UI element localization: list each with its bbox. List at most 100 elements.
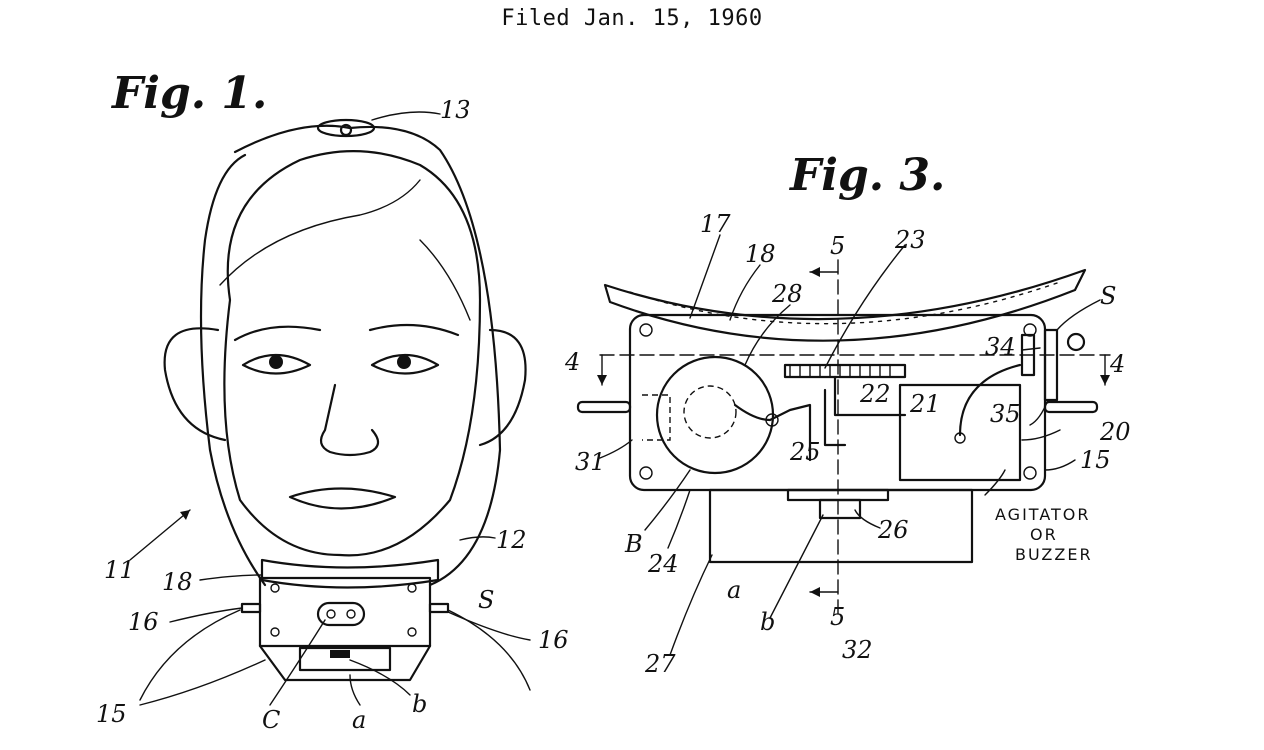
curved-cushion-pad bbox=[603, 268, 1087, 342]
left-pupil bbox=[269, 355, 283, 369]
label-15: 15 bbox=[96, 700, 127, 728]
label-B: B bbox=[624, 530, 643, 558]
right-shoulder bbox=[447, 609, 531, 691]
linkage-22 bbox=[833, 375, 907, 417]
arrowhead-4-right bbox=[1100, 375, 1110, 385]
figure-3: Fig. 3. bbox=[564, 150, 1131, 678]
motor-terminal bbox=[765, 413, 779, 427]
label-b: b bbox=[412, 690, 427, 718]
left-shaft bbox=[576, 400, 632, 414]
switch-knob bbox=[1066, 332, 1086, 352]
leader-28 bbox=[744, 304, 791, 366]
label-4-right: 4 bbox=[1109, 350, 1125, 378]
leader-18 bbox=[729, 264, 761, 321]
leader-15 bbox=[1044, 459, 1076, 471]
contact-26 bbox=[818, 498, 862, 520]
label-28: 28 bbox=[771, 280, 803, 308]
motor-hub bbox=[683, 385, 737, 439]
leader-31 bbox=[599, 439, 633, 459]
face-outline bbox=[223, 150, 482, 557]
leader-b bbox=[769, 514, 824, 619]
gear-teeth bbox=[789, 364, 891, 378]
label-35: 35 bbox=[990, 400, 1021, 428]
label-27: 27 bbox=[644, 650, 676, 678]
leader-26 bbox=[854, 509, 881, 529]
right-pupil bbox=[397, 355, 411, 369]
label-21: 21 bbox=[909, 390, 941, 418]
leader-24 bbox=[667, 489, 691, 549]
left-shoulder bbox=[139, 609, 241, 701]
label-18: 18 bbox=[162, 568, 193, 596]
label-18: 18 bbox=[745, 240, 776, 268]
right-eye bbox=[370, 354, 440, 375]
leader-12 bbox=[459, 536, 496, 541]
label-b: b bbox=[760, 608, 775, 636]
arrowhead-5-bottom bbox=[810, 587, 820, 597]
motor-wheel bbox=[655, 355, 775, 475]
label-a: a bbox=[352, 706, 366, 734]
leader-23 bbox=[824, 244, 906, 369]
wire-35 bbox=[958, 363, 1022, 437]
right-ear bbox=[478, 328, 527, 447]
caption-buzzer: BUZZER bbox=[1015, 545, 1093, 564]
leader-S bbox=[1056, 299, 1101, 331]
arrowhead-11 bbox=[180, 510, 190, 520]
label-25: 25 bbox=[789, 438, 821, 466]
label-16-left: 16 bbox=[128, 608, 159, 636]
leader-11 bbox=[129, 509, 191, 561]
label-31: 31 bbox=[575, 448, 606, 476]
leader-15 bbox=[139, 659, 266, 706]
wire-25 bbox=[733, 403, 812, 462]
leader-a bbox=[349, 674, 361, 706]
caption-agitator: AGITATOR bbox=[995, 505, 1091, 524]
arrowhead-5-top bbox=[810, 267, 820, 277]
screw bbox=[270, 627, 280, 637]
leader-b bbox=[349, 659, 411, 696]
gear-rack bbox=[783, 363, 907, 379]
label-12: 12 bbox=[496, 526, 527, 554]
switch-S bbox=[1043, 328, 1059, 402]
arrowhead-4-left bbox=[597, 375, 607, 385]
label-22: 22 bbox=[859, 380, 891, 408]
control-plate bbox=[316, 601, 366, 627]
leader-17 bbox=[689, 234, 721, 319]
caption-or: OR bbox=[1030, 525, 1058, 544]
left-ear bbox=[163, 327, 227, 442]
label-S: S bbox=[478, 586, 494, 614]
left-eye bbox=[241, 354, 312, 375]
right-eyebrow bbox=[368, 323, 460, 337]
label-32: 32 bbox=[842, 636, 873, 664]
head-strap-inner bbox=[199, 153, 267, 587]
side-pin-right bbox=[428, 602, 450, 614]
label-17: 17 bbox=[700, 210, 731, 238]
label-5-bottom: 5 bbox=[830, 603, 845, 631]
leader-20 bbox=[1021, 429, 1061, 441]
side-pin-left bbox=[240, 602, 262, 614]
screw bbox=[1023, 466, 1037, 480]
filing-date: Filed Jan. 15, 1960 bbox=[501, 6, 763, 31]
leader-16-right bbox=[447, 611, 531, 641]
label-16-right: 16 bbox=[538, 626, 569, 654]
screw bbox=[270, 583, 280, 593]
label-23: 23 bbox=[894, 226, 926, 254]
agitator-box bbox=[898, 383, 1022, 482]
left-eyebrow bbox=[233, 325, 322, 342]
screw bbox=[407, 583, 417, 593]
neck-collar bbox=[260, 558, 440, 589]
leader-13 bbox=[371, 111, 441, 121]
wire-end bbox=[954, 432, 966, 444]
screw bbox=[639, 323, 653, 337]
label-S: S bbox=[1100, 282, 1116, 310]
label-20: 20 bbox=[1099, 418, 1131, 446]
figure-1-title: Fig. 1. bbox=[110, 68, 267, 119]
mouth bbox=[288, 487, 397, 510]
label-34: 34 bbox=[985, 333, 1016, 361]
control-knob bbox=[346, 609, 356, 619]
nose bbox=[319, 383, 380, 457]
hairline bbox=[219, 179, 421, 286]
leader-27 bbox=[669, 554, 713, 656]
leader-18 bbox=[199, 574, 263, 581]
leader-C bbox=[269, 619, 326, 706]
label-13: 13 bbox=[440, 96, 471, 124]
